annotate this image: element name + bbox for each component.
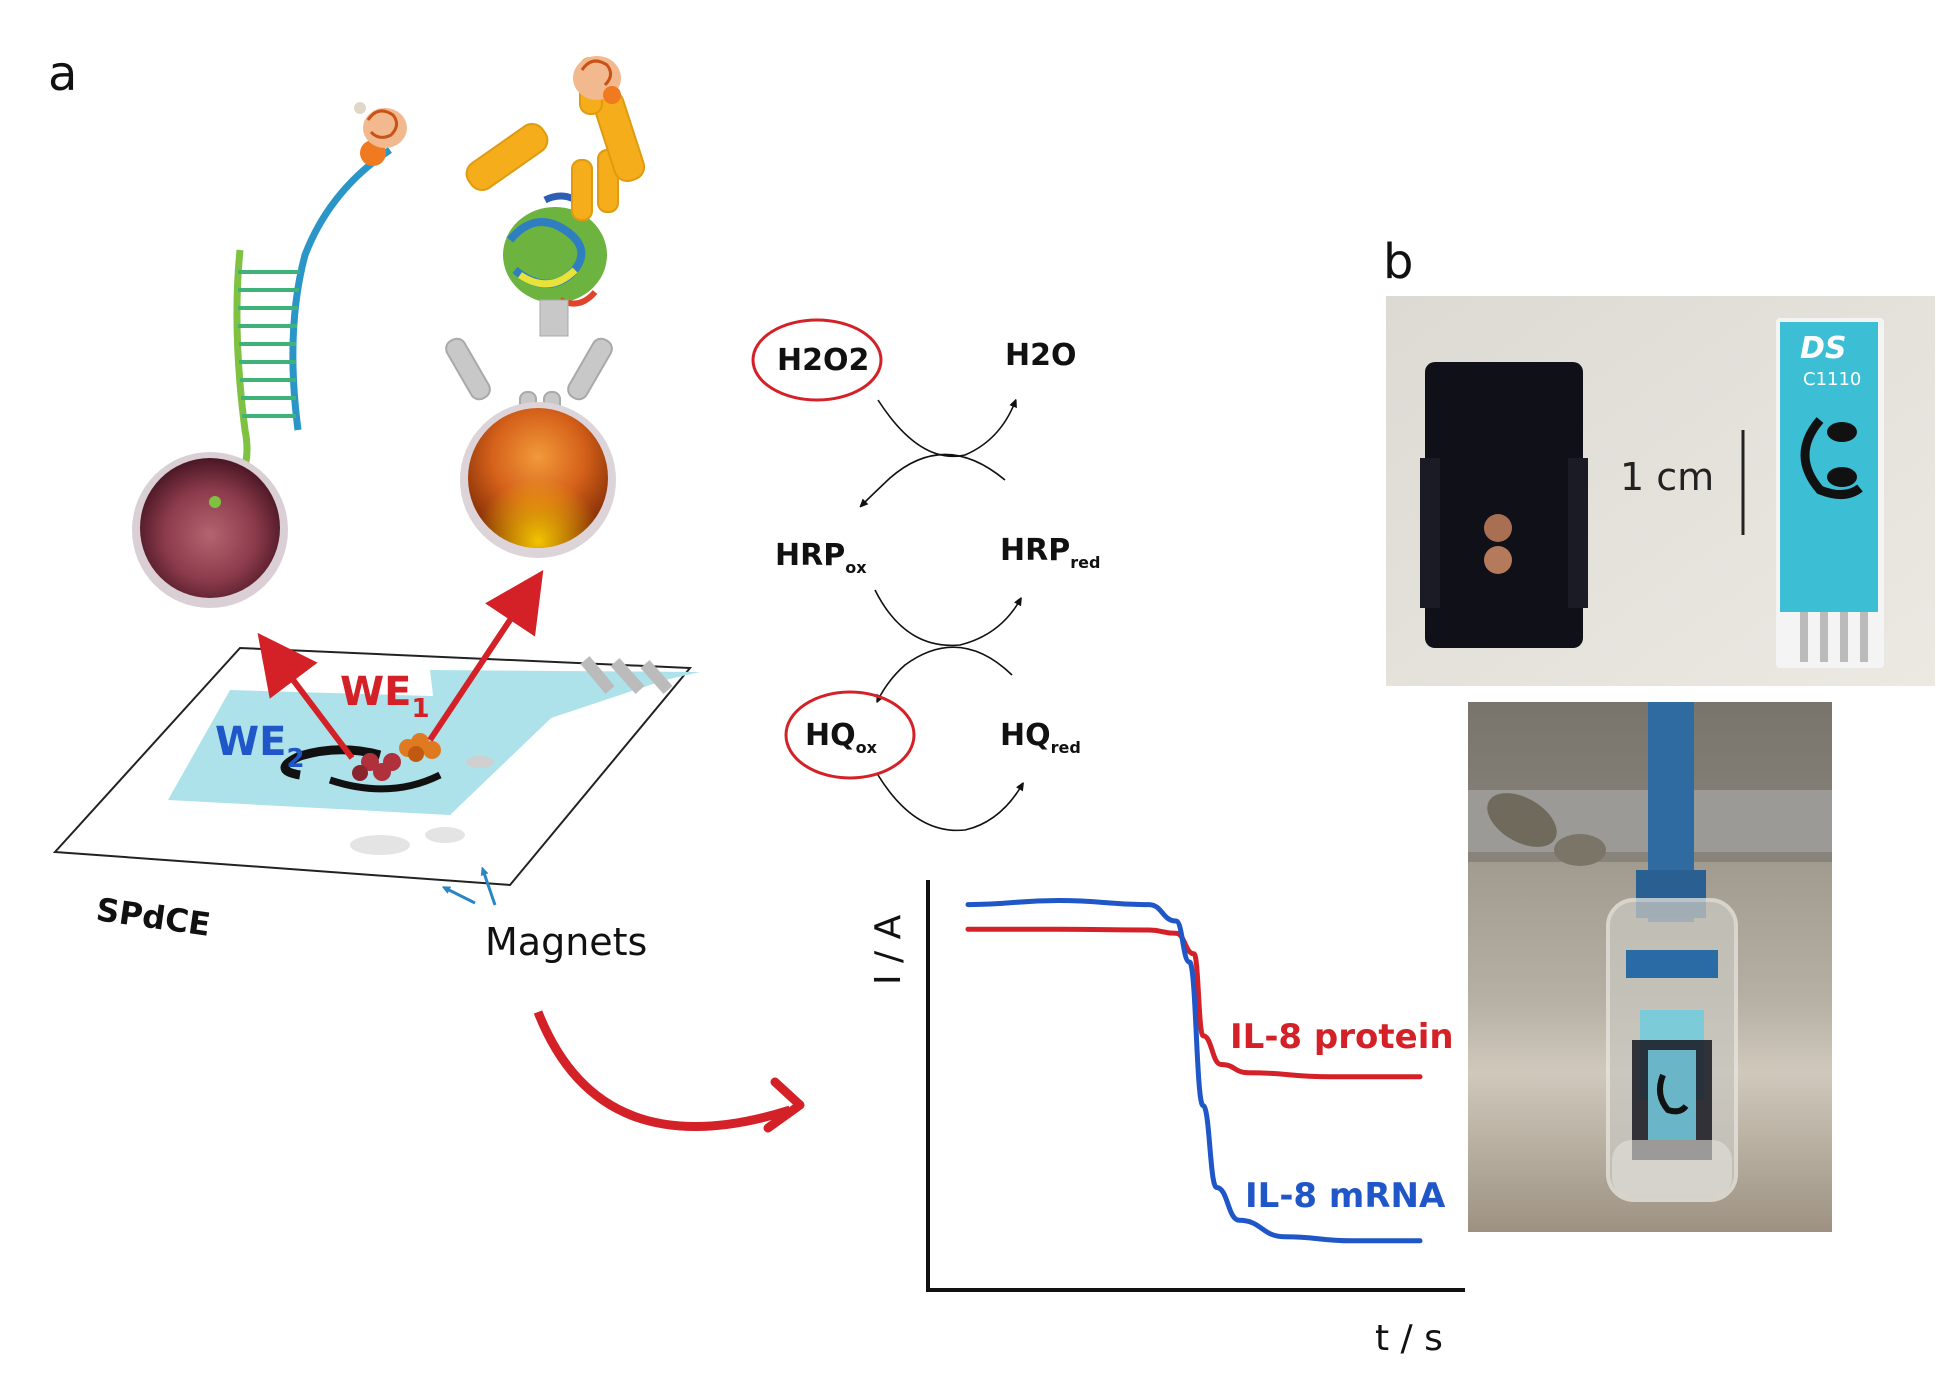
arrow-we2-to-bead1 xyxy=(257,632,355,760)
hq-ox-label: HQox xyxy=(805,718,878,757)
counter-electrode xyxy=(328,771,442,793)
hrp-label-icon xyxy=(573,56,621,104)
mrna-capture-bead xyxy=(132,102,407,608)
scale-bar-label: 1 cm xyxy=(1620,455,1714,499)
magnets-label: Magnets xyxy=(485,920,647,964)
dna-strand-blue xyxy=(289,147,392,431)
spdce-chip-photo: DS C1110 xyxy=(1776,318,1884,668)
magnet-arrow-1 xyxy=(445,888,476,905)
arrow-hqred-hqox xyxy=(878,646,1013,700)
holder-magnet-2 xyxy=(1484,546,1512,574)
reference-electrode xyxy=(280,745,382,780)
x-axis-label: t / s xyxy=(1375,1318,1443,1359)
we2-label: WE2 xyxy=(215,719,305,774)
h2o2-highlight xyxy=(751,318,883,402)
magnetic-bead-1 xyxy=(140,458,280,598)
panel-label-a: a xyxy=(48,46,77,102)
magnet-arrow-2 xyxy=(483,870,497,906)
y-axis-label: I / A xyxy=(868,914,909,985)
dna-rungs xyxy=(238,270,300,418)
panel-label-b: b xyxy=(1383,234,1413,290)
hq-ox-highlight xyxy=(784,690,916,780)
spdce-label: SPdCE xyxy=(94,890,213,944)
chip-model-text: C1110 xyxy=(1803,369,1861,390)
clamp-screw xyxy=(1487,793,1557,847)
we1-label: WE1 xyxy=(340,669,430,724)
spdce-electrode xyxy=(52,646,700,887)
arrow-we1-to-bead2 xyxy=(427,570,544,742)
chip-brand-text: DS xyxy=(1800,331,1847,366)
arrow-h2o2-h2o xyxy=(877,400,1015,457)
hrp-red-label: HRPred xyxy=(1000,533,1100,572)
hq-red-label: HQred xyxy=(1000,718,1081,757)
series-line-0 xyxy=(965,926,1423,1080)
photo-electrode-holder: 1 cm DS C1110 xyxy=(1386,296,1935,686)
h2o-label: H2O xyxy=(1005,338,1076,373)
contact-pads xyxy=(580,656,673,694)
black-holder xyxy=(1425,362,1583,648)
arrow-hqox-hqred xyxy=(877,774,1022,832)
bead-cluster-we1 xyxy=(399,733,441,762)
hrp-ox-label: HRPox xyxy=(775,538,867,577)
flow-arrow-to-chart xyxy=(533,1010,792,1131)
series-layer xyxy=(965,897,1423,1244)
h2o2-label: H2O2 xyxy=(777,343,869,378)
photo-electrochemical-cell xyxy=(1468,702,1832,1232)
il8-antigen-icon xyxy=(503,192,607,337)
bead-cluster-we2 xyxy=(352,753,401,781)
protein-capture-bead xyxy=(445,56,646,558)
arrow-hrpox-hrpred xyxy=(874,589,1020,647)
series-line-1 xyxy=(965,897,1423,1244)
holder-magnet-1 xyxy=(1484,514,1512,542)
arrow-hrpred-hrpox xyxy=(862,453,1006,505)
redox-cycle: H2O2 H2O HRPox HRPred HQox HQred xyxy=(751,318,1100,832)
series-label-0: IL-8 protein xyxy=(1230,1017,1454,1057)
series-label-1: IL-8 mRNA xyxy=(1245,1176,1446,1216)
hrp-reporter-icon xyxy=(354,102,407,166)
